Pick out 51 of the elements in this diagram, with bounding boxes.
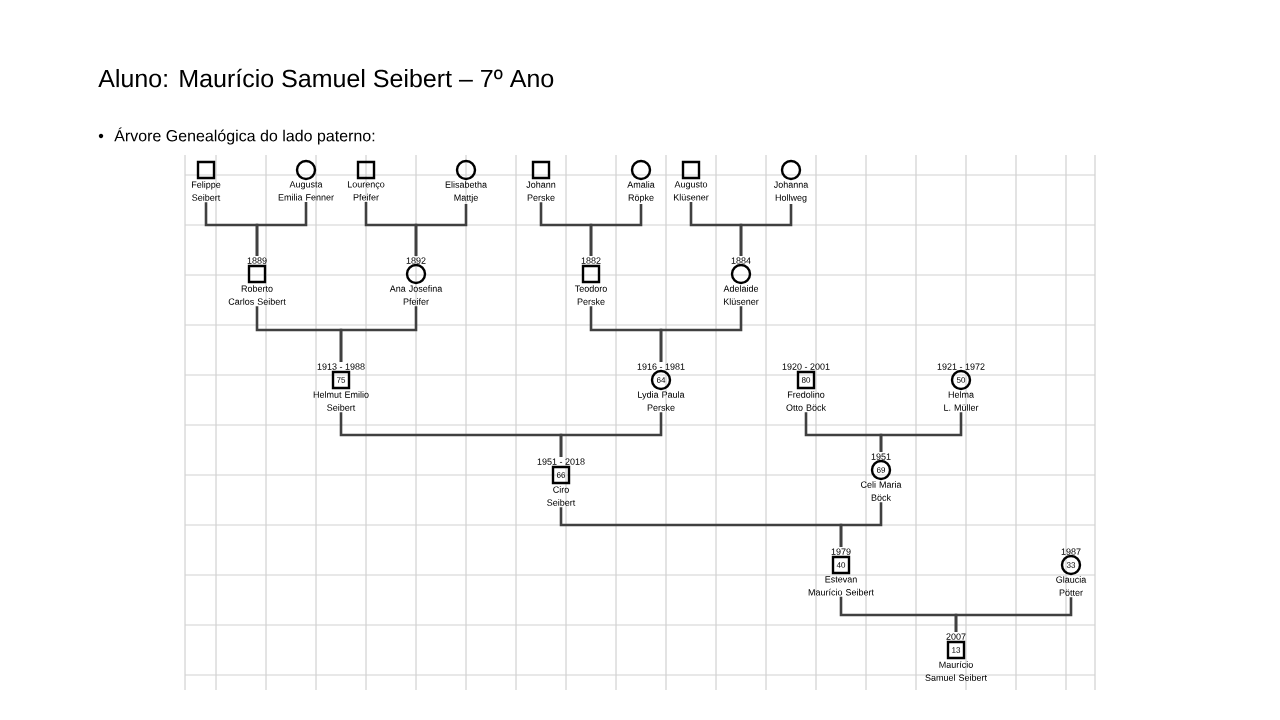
male-square: 80 <box>796 370 816 390</box>
year-label: 1889 <box>247 257 267 264</box>
family-line <box>739 204 793 257</box>
name-label: Roberto Carlos Seibert <box>228 285 286 305</box>
family-line <box>559 412 663 458</box>
name-label: Estevan Maurício Seibert <box>808 576 874 596</box>
bullet-text: Árvore Genealógica do lado paterno: <box>114 127 375 145</box>
name-label: Celi Maria Böck <box>860 481 902 501</box>
family-line <box>839 502 883 547</box>
name-label: Maurício Samuel Seibert <box>925 661 987 681</box>
family-line <box>414 204 468 257</box>
slide-title: Aluno: Maurício Samuel Seibert – 7º Ano <box>98 68 554 88</box>
male-square: 13 <box>946 640 966 660</box>
name-label: Adelaide Klüsener <box>723 285 759 305</box>
name-label: Teodoro Perske <box>574 285 607 305</box>
year-label: 1916 - 1981 <box>637 363 685 370</box>
year-label: 1951 - 2018 <box>537 458 585 465</box>
family-line <box>954 597 1073 632</box>
year-label: 1987 <box>1061 548 1081 555</box>
year-label: 2007 <box>946 633 966 640</box>
family-line <box>339 306 418 362</box>
name-label: Augusta Emilia Fenner <box>278 181 334 201</box>
year-label: 1884 <box>731 257 751 264</box>
name-label: Ana Josefina Pfeifer <box>389 285 443 305</box>
name-label: Helma L. Müller <box>944 391 979 411</box>
year-label: 1951 <box>871 453 891 460</box>
name-label: Felippe Seibert <box>192 181 221 201</box>
name-label: Johanna Hollweg <box>773 181 809 203</box>
male-square: 75 <box>331 370 351 390</box>
year-label: 1920 - 2001 <box>782 363 830 370</box>
name-label: Amalia Röpke <box>627 181 655 203</box>
family-line <box>879 412 963 452</box>
name-label: Helmut Emilio Seibert <box>313 391 369 411</box>
year-label: 1913 - 1988 <box>317 363 365 370</box>
name-label: Glaucia Pötter <box>1056 576 1087 596</box>
year-label: 1892 <box>406 257 426 264</box>
name-label: Augusto Klüsener <box>674 181 709 201</box>
name-label: Ciro Seibert <box>547 486 576 506</box>
name-label: Lydia Paula Perske <box>638 391 685 411</box>
family-line <box>659 306 743 362</box>
name-label: Elisabetha Mattje <box>445 181 487 203</box>
year-label: 1882 <box>581 257 601 264</box>
family-line <box>589 204 643 257</box>
name-label: Johann Perske <box>526 181 556 201</box>
name-label: Lourenço Pfeifer <box>348 181 385 201</box>
year-label: 1979 <box>831 548 851 555</box>
name-label: Fredolino Otto Böck <box>786 391 827 411</box>
family-line <box>255 201 308 257</box>
male-square: 66 <box>551 465 571 485</box>
male-square: 40 <box>831 555 851 575</box>
year-label: 1921 - 1972 <box>937 363 985 370</box>
